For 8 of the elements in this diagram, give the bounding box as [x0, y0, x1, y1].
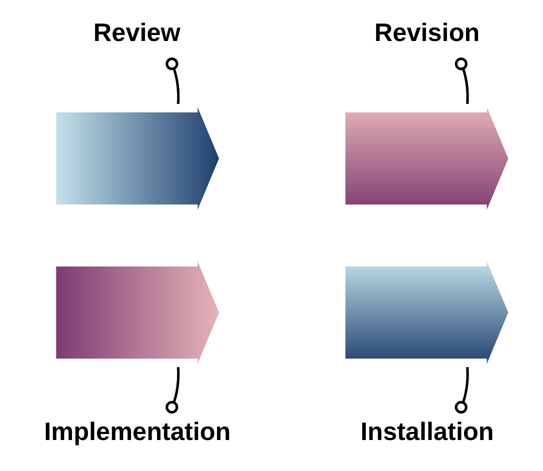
connector: [454, 367, 469, 414]
connector: [166, 58, 180, 104]
connector: [166, 367, 180, 414]
node-text: Implementation: [44, 418, 231, 446]
node-text: Installation: [360, 418, 494, 446]
connector: [454, 58, 469, 104]
node-text: Review: [93, 18, 180, 47]
node-text: Revision: [374, 18, 480, 47]
